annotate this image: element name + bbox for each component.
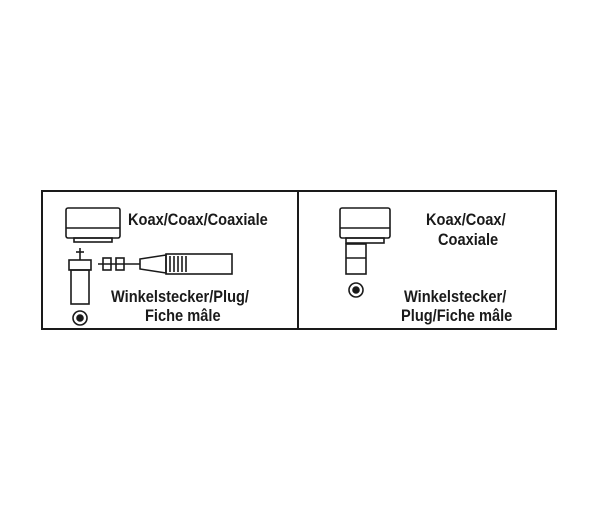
- panel-divider: [297, 190, 299, 330]
- left-plug-label-line1: Winkelstecker/Plug/: [111, 287, 250, 306]
- diagram-frame: [41, 190, 557, 330]
- left-plug-label-line2: Fiche mâle: [145, 306, 221, 325]
- connector-end-icon: [348, 282, 364, 298]
- connector-end-icon: [72, 310, 88, 326]
- angled-plug-icon: [345, 243, 367, 275]
- coax-connector-icon: [339, 207, 391, 244]
- right-plug-label-line2: Plug/Fiche mâle: [401, 306, 513, 325]
- cable-assembly-icon: [98, 253, 233, 275]
- coax-connector-icon: [65, 207, 121, 243]
- right-plug-label-line1: Winkelstecker/: [404, 287, 507, 306]
- left-coax-label: Koax/Coax/Coaxiale: [128, 210, 268, 229]
- angled-plug-icon: [68, 248, 92, 305]
- right-coax-label-line2: Coaxiale: [438, 230, 499, 249]
- right-coax-label-line1: Koax/Coax/: [426, 210, 506, 229]
